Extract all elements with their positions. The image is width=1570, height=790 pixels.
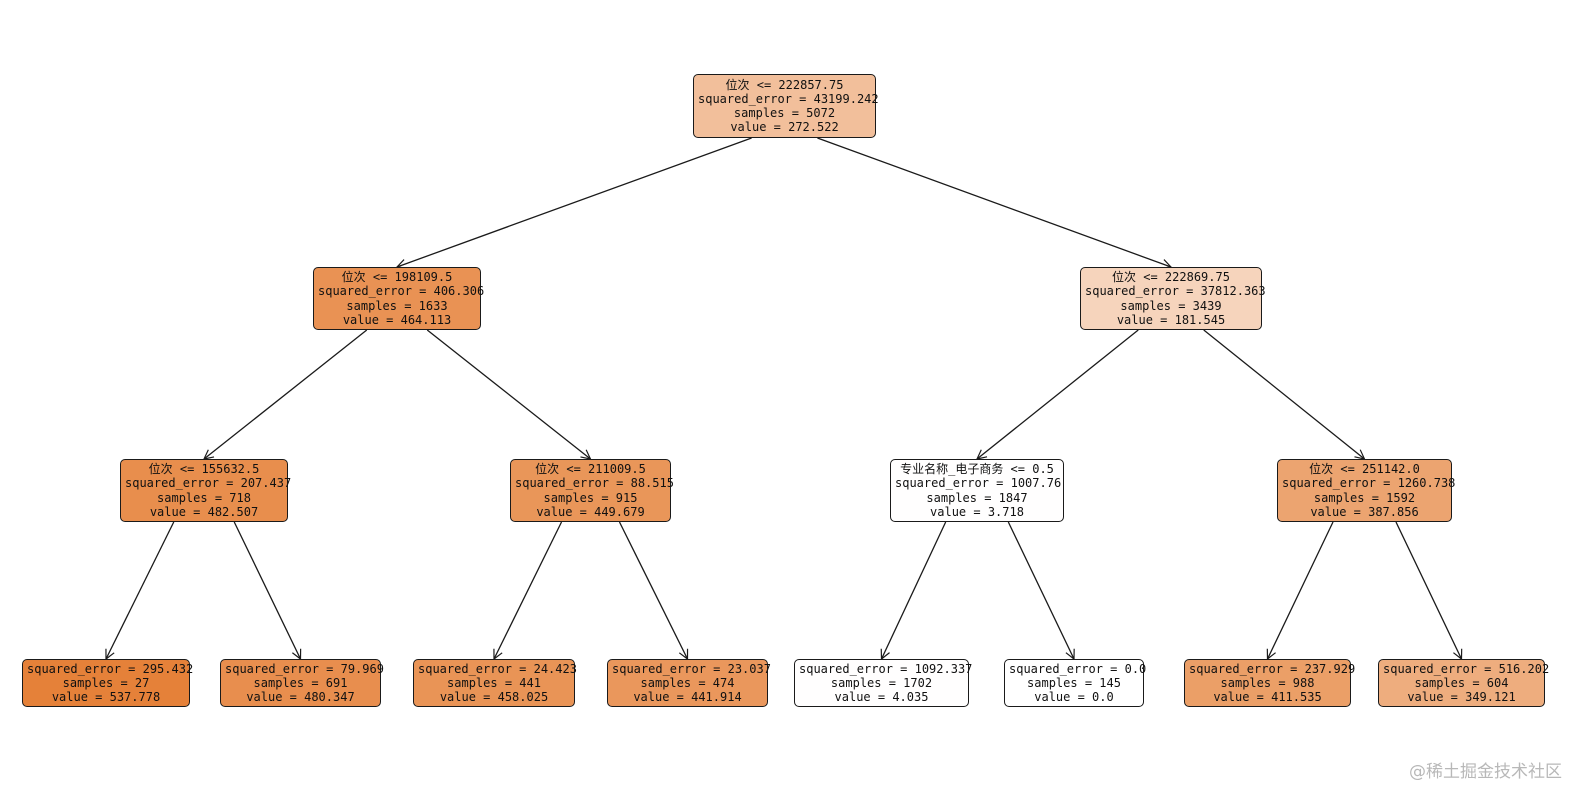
node-text-line: value = 464.113 — [342, 312, 452, 327]
node-text-line: samples = 604 — [1414, 675, 1509, 690]
node-text-line: value = 449.679 — [536, 504, 645, 519]
node-text-line: squared_error = 295.432 — [27, 661, 194, 676]
node-text-line: value = 480.347 — [246, 690, 355, 705]
node-text-line: value = 4.035 — [834, 690, 929, 705]
tree-edge — [494, 521, 563, 659]
node-text-line: squared_error = 237.929 — [1189, 661, 1356, 676]
node-text-line: value = 441.914 — [633, 690, 742, 705]
node-text-line: value = 181.545 — [1116, 312, 1226, 327]
node-text-line: samples = 1592 — [1313, 490, 1416, 505]
node-text-line: samples = 915 — [543, 490, 638, 505]
tree-edge — [1395, 521, 1462, 659]
node-text-line: 位次 <= 198109.5 — [341, 270, 453, 285]
tree-edge — [397, 137, 752, 267]
node-text-line: squared_error = 516.202 — [1383, 661, 1550, 676]
node-text-line: squared_error = 0.0 — [1009, 661, 1147, 676]
tree-edge — [426, 329, 590, 459]
node-text-line: samples = 1847 — [926, 490, 1028, 505]
node-text-line: 位次 <= 251142.0 — [1309, 462, 1420, 477]
node-text-line: value = 411.535 — [1213, 690, 1322, 705]
node-text-line: squared_error = 1092.337 — [799, 661, 973, 676]
node-text-line: 专业名称_电子商务 <= 0.5 — [900, 462, 1054, 477]
tree-edge — [977, 329, 1139, 459]
node-text-line: squared_error = 37812.363 — [1085, 284, 1266, 299]
node-text-line: samples = 27 — [62, 675, 150, 690]
tree-edge — [618, 521, 687, 659]
node-text-line: samples = 474 — [640, 675, 735, 690]
node-text-line: value = 272.522 — [730, 120, 839, 135]
tree-edge — [204, 329, 368, 459]
node-text-line: samples = 988 — [1220, 675, 1315, 690]
node-text-line: samples = 3439 — [1120, 298, 1222, 313]
tree-edge — [1268, 521, 1334, 659]
node-text-line: squared_error = 43199.242 — [698, 91, 879, 106]
node-text-line: 位次 <= 211009.5 — [535, 462, 646, 477]
node-text-line: squared_error = 79.969 — [225, 661, 384, 676]
node-text-line: value = 482.507 — [149, 504, 259, 519]
node-text-line: value = 3.718 — [930, 504, 1024, 519]
node-text-line: squared_error = 207.437 — [125, 476, 292, 491]
node-text-line: samples = 718 — [157, 490, 251, 505]
node-text-line: 位次 <= 222857.75 — [725, 77, 844, 92]
tree-edge — [882, 521, 947, 659]
node-text-line: squared_error = 24.423 — [418, 661, 577, 676]
node-text-line: value = 387.856 — [1310, 504, 1419, 519]
tree-edge — [1203, 329, 1365, 459]
tree-edge — [1007, 521, 1074, 659]
node-text-line: squared_error = 23.037 — [612, 661, 771, 676]
node-text-line: samples = 691 — [253, 675, 348, 690]
node-text-line: samples = 145 — [1027, 675, 1121, 690]
node-text-line: samples = 1702 — [830, 675, 933, 690]
node-text-line: samples = 1633 — [346, 298, 448, 313]
watermark: @稀土掘金技术社区 — [1409, 762, 1562, 782]
node-text-line: 位次 <= 222869.75 — [1112, 270, 1230, 285]
node-text-line: 位次 <= 155632.5 — [148, 462, 260, 477]
node-text-line: value = 458.025 — [439, 690, 549, 705]
tree-edge — [817, 137, 1171, 267]
node-text-line: samples = 441 — [447, 675, 541, 690]
node-text-line: value = 537.778 — [51, 690, 161, 705]
node-text-line: samples = 5072 — [733, 106, 836, 120]
tree-edges — [106, 137, 1462, 659]
node-text-line: squared_error = 406.306 — [318, 284, 485, 299]
node-text-line: value = 0.0 — [1034, 690, 1114, 705]
node-text-line: squared_error = 88.515 — [515, 476, 674, 491]
node-text-line: value = 349.121 — [1407, 690, 1516, 705]
tree-edge — [233, 521, 300, 659]
tree-edge — [106, 521, 175, 659]
node-text-line: squared_error = 1260.738 — [1282, 476, 1456, 491]
node-text-line: squared_error = 1007.76 — [895, 476, 1062, 491]
